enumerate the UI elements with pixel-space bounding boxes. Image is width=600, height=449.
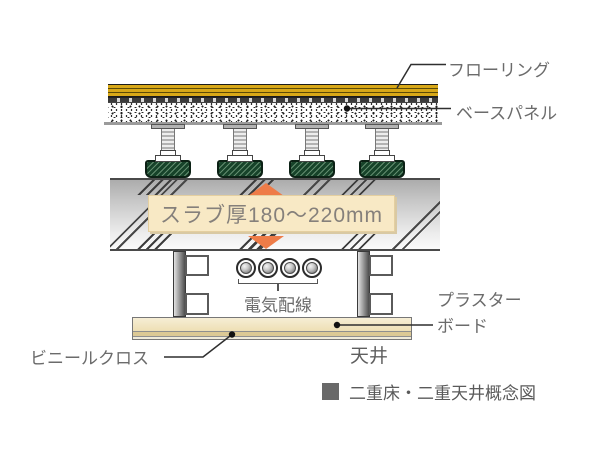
hanger-bracket: [185, 293, 209, 315]
post-foot-plate: [369, 155, 395, 162]
base-panel-bottom-line: [104, 122, 442, 125]
post-cap: [365, 124, 399, 129]
post-cap: [223, 124, 257, 129]
ceiling-hanger: [173, 251, 211, 317]
post-cap: [295, 124, 329, 129]
plaster-board-label-line2: ボード: [437, 317, 488, 336]
hanger-bar: [173, 251, 186, 317]
plaster-board-label-line1: プラスター: [437, 291, 522, 310]
post-screw-shaft: [233, 129, 247, 151]
hanger-bracket: [185, 255, 209, 276]
flooring-label: フローリング: [448, 61, 550, 80]
ceiling-hanger: [357, 251, 395, 317]
support-post: [289, 124, 335, 178]
vinyl-cloth-label: ビニールクロス: [30, 349, 149, 368]
post-screw-shaft: [375, 129, 389, 151]
hanger-bracket: [369, 293, 393, 315]
post-foot-plate: [155, 155, 181, 162]
arrow-up-icon: [248, 183, 284, 196]
caption-text: 二重床・二重天井概念図: [349, 384, 536, 403]
post-foot-plate: [299, 155, 325, 162]
slab-thickness-label: スラブ厚180〜220mm: [148, 195, 395, 232]
caption-square-icon: [322, 383, 339, 400]
post-foot-plate: [227, 155, 253, 162]
wiring-conduit-icon: [280, 258, 300, 278]
post-cap: [151, 124, 185, 129]
post-rubber-foot: [289, 160, 335, 178]
flooring-underlay-strip: [108, 97, 438, 102]
ceiling-board: [132, 317, 412, 340]
wiring-bracket: [238, 279, 318, 291]
base-panel-label: ベースパネル: [456, 104, 558, 123]
diagram-caption: 二重床・二重天井概念図: [322, 379, 536, 404]
hanger-bracket: [369, 255, 393, 276]
post-screw-shaft: [305, 129, 319, 151]
ceiling-label: 天井: [350, 346, 389, 367]
base-panel-layer: [108, 102, 438, 122]
wiring-label: 電気配線: [244, 296, 312, 315]
support-post: [145, 124, 191, 178]
plaster-board-label: プラスター ボード: [437, 288, 522, 340]
post-rubber-foot: [217, 160, 263, 178]
support-post: [217, 124, 263, 178]
post-rubber-foot: [145, 160, 191, 178]
post-rubber-foot: [359, 160, 405, 178]
wiring-conduit-icon: [258, 258, 278, 278]
slab-thickness-text: スラブ厚180〜220mm: [159, 203, 384, 227]
flooring-layer: [108, 84, 438, 97]
hanger-bar: [357, 251, 370, 317]
arrow-down-icon: [248, 236, 284, 249]
support-post: [359, 124, 405, 178]
post-screw-shaft: [161, 129, 175, 151]
wiring-conduit-icon: [302, 258, 322, 278]
wiring-conduit-icon: [236, 258, 256, 278]
